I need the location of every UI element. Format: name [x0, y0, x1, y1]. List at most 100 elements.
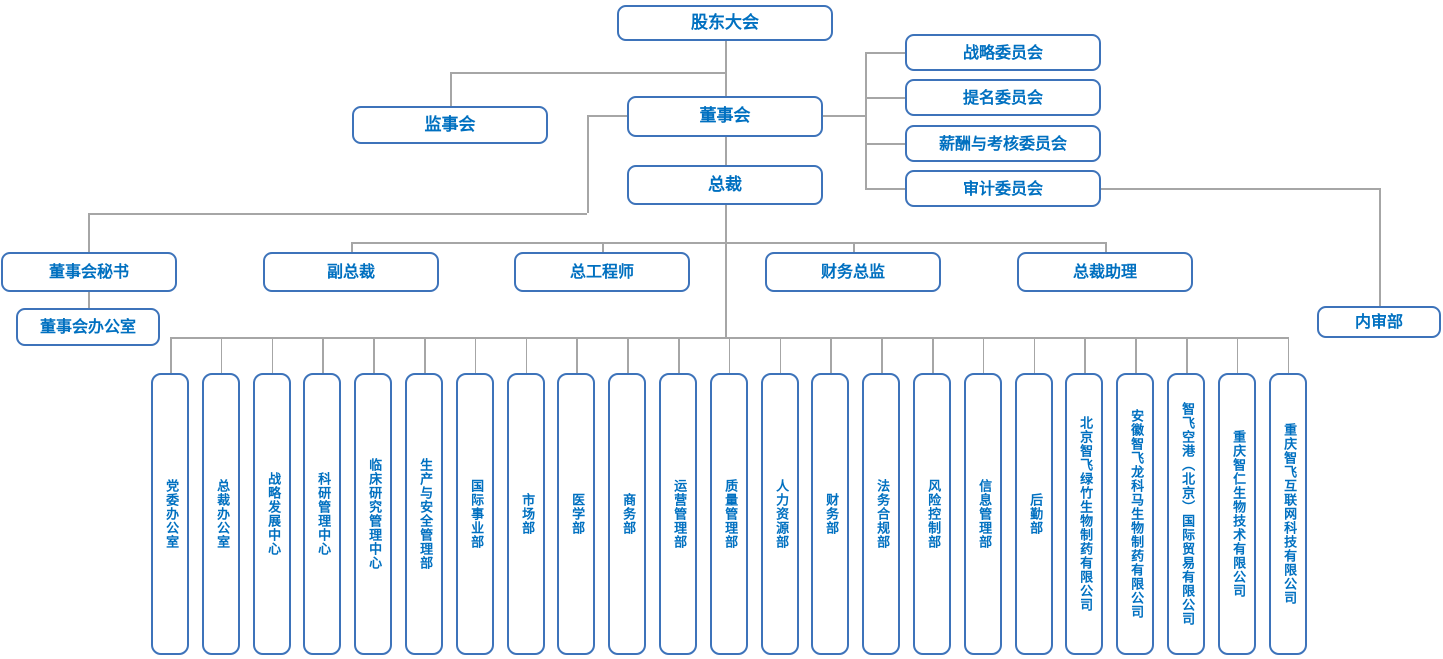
- node-board-secretary: 董事会秘书: [1, 252, 177, 292]
- connector-line: [576, 337, 578, 373]
- connector-line: [823, 115, 865, 117]
- department-node: 商务部: [608, 373, 646, 655]
- connector-line: [1236, 337, 1239, 373]
- department-label: 信息管理部: [976, 479, 992, 549]
- department-label: 生产与安全管理部: [417, 458, 433, 570]
- connector-line: [1135, 337, 1137, 373]
- department-node: 重庆智仁生物技术有限公司: [1218, 373, 1256, 655]
- department-node: 质量管理部: [710, 373, 748, 655]
- department-node: 总裁办公室: [202, 373, 240, 655]
- department-label: 重庆智仁生物技术有限公司: [1230, 430, 1246, 598]
- connector-line: [88, 213, 587, 215]
- connector-line: [450, 72, 725, 74]
- department-label: 商务部: [620, 493, 636, 535]
- department-label: 国际事业部: [468, 479, 484, 549]
- node-internal-audit-dept: 内审部: [1317, 306, 1441, 338]
- connector-line: [88, 213, 90, 252]
- connector-line: [865, 97, 905, 99]
- connector-line: [424, 337, 426, 373]
- department-label: 战略发展中心: [265, 472, 281, 556]
- department-node: 安徽智飞龙科马生物制药有限公司: [1116, 373, 1154, 655]
- department-node: 党委办公室: [151, 373, 189, 655]
- connector-line: [830, 337, 832, 373]
- department-label: 财务部: [823, 493, 839, 535]
- node-president-assistant: 总裁助理: [1017, 252, 1193, 292]
- connector-line: [170, 337, 172, 373]
- department-node: 北京智飞绿竹生物制药有限公司: [1065, 373, 1103, 655]
- connector-line: [373, 337, 375, 373]
- node-strategy-committee: 战略委员会: [905, 34, 1101, 71]
- connector-line: [1186, 337, 1188, 373]
- department-label: 人力资源部: [773, 479, 789, 549]
- department-node: 运营管理部: [659, 373, 697, 655]
- node-remuneration-appraisal-committee: 薪酬与考核委员会: [905, 125, 1101, 162]
- connector-line: [865, 52, 905, 54]
- department-node: 智飞空港（北京）国际贸易有限公司: [1167, 373, 1205, 655]
- department-node: 风险控制部: [913, 373, 951, 655]
- connector-line: [1379, 188, 1381, 306]
- node-audit-committee: 审计委员会: [905, 170, 1101, 207]
- department-label: 运营管理部: [671, 479, 687, 549]
- connector-line: [725, 137, 727, 165]
- department-node: 人力资源部: [761, 373, 799, 655]
- node-president: 总裁: [627, 165, 823, 205]
- department-label: 质量管理部: [722, 479, 738, 549]
- connector-line: [271, 337, 274, 373]
- connector-line: [853, 242, 855, 252]
- connector-line: [1084, 337, 1086, 373]
- department-node: 法务合规部: [862, 373, 900, 655]
- department-label: 风险控制部: [925, 479, 941, 549]
- node-board-office: 董事会办公室: [16, 308, 160, 346]
- connector-line: [474, 337, 477, 373]
- node-shareholders-meeting: 股东大会: [617, 5, 833, 41]
- department-label: 临床研究管理中心: [366, 458, 382, 570]
- department-node: 后勤部: [1015, 373, 1053, 655]
- connector-line: [725, 41, 727, 96]
- connector-line: [881, 337, 883, 373]
- node-finance-director: 财务总监: [765, 252, 941, 292]
- connector-line: [678, 337, 680, 373]
- connector-line: [322, 337, 324, 373]
- node-supervisory-board: 监事会: [352, 106, 548, 144]
- department-label: 市场部: [519, 493, 535, 535]
- department-label: 医学部: [569, 493, 585, 535]
- connector-line: [88, 292, 90, 308]
- connector-line: [351, 242, 353, 252]
- node-vice-president: 副总裁: [263, 252, 439, 292]
- department-node: 科研管理中心: [303, 373, 341, 655]
- department-label: 党委办公室: [163, 479, 179, 549]
- department-node: 重庆智飞互联网科技有限公司: [1269, 373, 1307, 655]
- department-node: 信息管理部: [964, 373, 1002, 655]
- connector-line: [450, 72, 452, 106]
- connector-line: [1033, 337, 1036, 373]
- department-label: 法务合规部: [874, 479, 890, 549]
- connector-line: [220, 337, 223, 373]
- department-label: 北京智飞绿竹生物制药有限公司: [1077, 416, 1093, 612]
- connector-line: [1105, 242, 1107, 252]
- department-node: 国际事业部: [456, 373, 494, 655]
- connector-line: [627, 337, 629, 373]
- connector-line: [865, 188, 905, 190]
- department-label: 科研管理中心: [315, 472, 331, 556]
- department-node: 战略发展中心: [253, 373, 291, 655]
- connector-line: [725, 205, 727, 337]
- node-chief-engineer: 总工程师: [514, 252, 690, 292]
- department-label: 重庆智飞互联网科技有限公司: [1281, 423, 1297, 605]
- department-node: 市场部: [507, 373, 545, 655]
- node-nomination-committee: 提名委员会: [905, 79, 1101, 116]
- department-node: 生产与安全管理部: [405, 373, 443, 655]
- department-node: 医学部: [557, 373, 595, 655]
- connector-line: [865, 143, 905, 145]
- department-node: 财务部: [811, 373, 849, 655]
- connector-line: [779, 337, 782, 373]
- department-label: 后勤部: [1027, 493, 1043, 535]
- connector-line: [587, 115, 589, 213]
- node-board-of-directors: 董事会: [627, 96, 823, 137]
- department-node: 临床研究管理中心: [354, 373, 392, 655]
- connector-line: [587, 115, 627, 117]
- department-label: 智飞空港（北京）国际贸易有限公司: [1179, 402, 1195, 626]
- connector-line: [865, 52, 867, 189]
- connector-line: [602, 242, 604, 252]
- connector-line: [932, 337, 934, 373]
